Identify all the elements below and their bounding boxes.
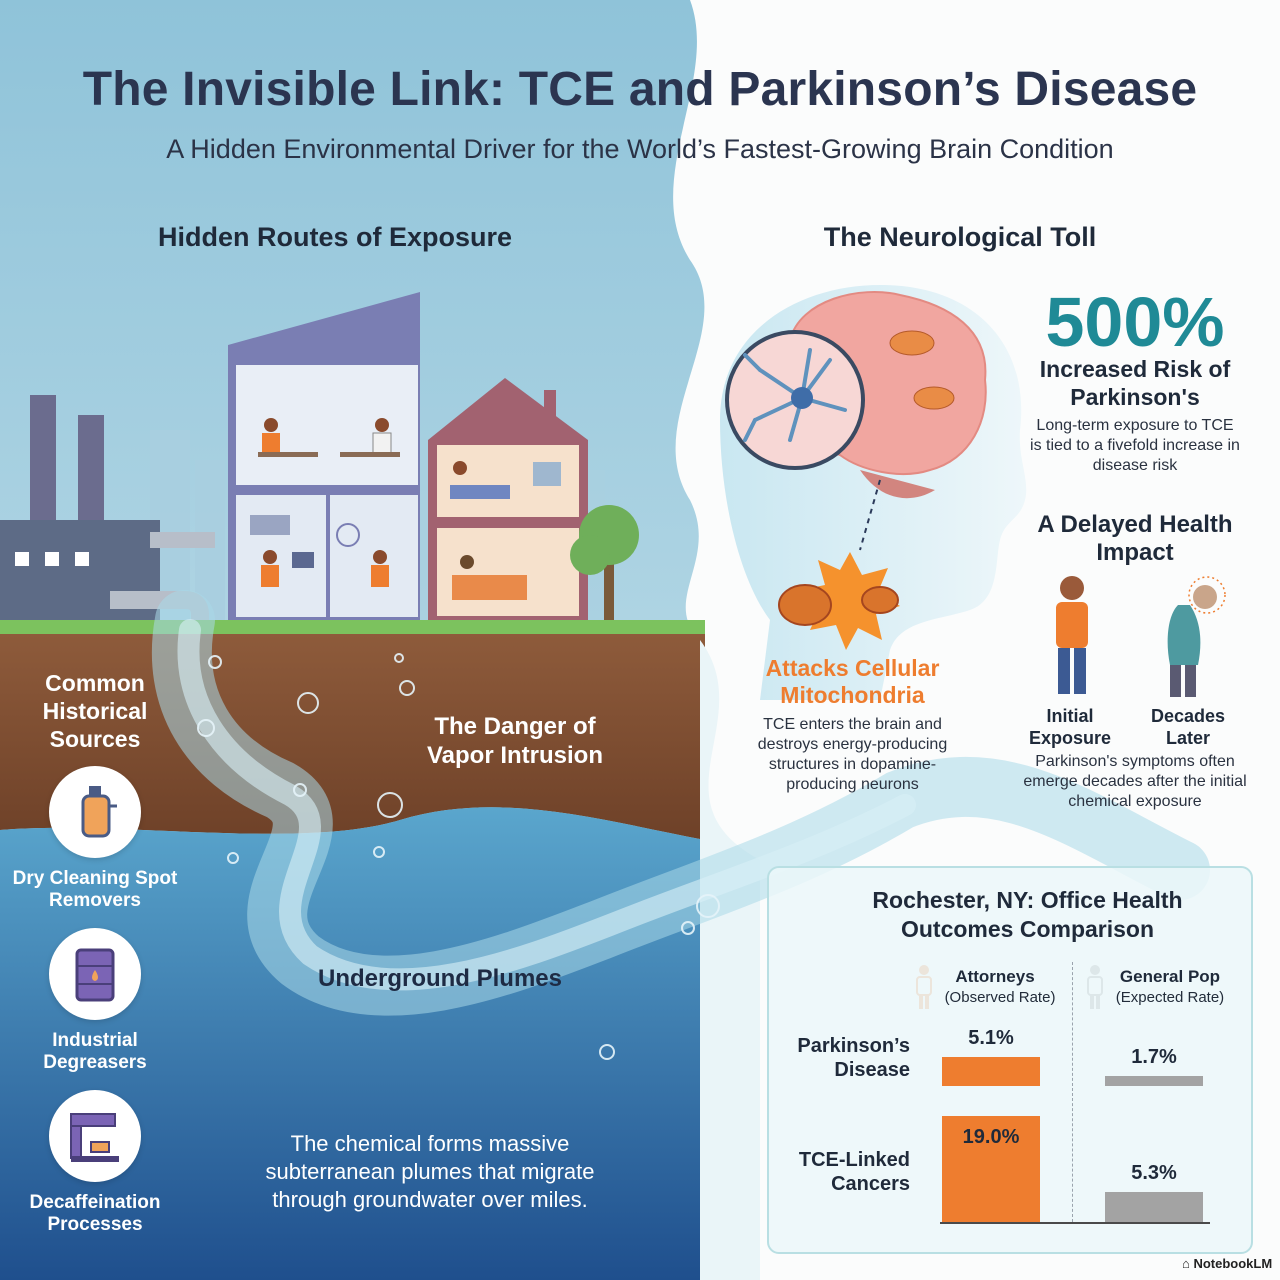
legend-general-pop-note: (Expected Rate)	[1115, 989, 1225, 1006]
risk-stat-label: Increased Risk of Parkinson's	[1039, 356, 1231, 410]
initial-exposure-figure	[1056, 576, 1088, 694]
legend-general-pop: General Pop	[1119, 967, 1221, 986]
left-section-heading: Hidden Routes of Exposure	[157, 222, 513, 252]
sources-heading: Common Historical Sources	[42, 670, 148, 752]
category-label-parkinsons: Parkinson’s Disease	[797, 1035, 910, 1081]
mitochondria-label: Attacks Cellular Mitochondria	[765, 655, 940, 708]
risk-stat-value: 500%	[1045, 283, 1225, 361]
notebooklm-icon: ⌂	[1182, 1256, 1194, 1271]
chart-title: Rochester, NY: Office Health Outcomes Co…	[872, 887, 1183, 942]
category-label-cancers: TCE-Linked Cancers	[798, 1149, 910, 1195]
legend-attorneys: Attorneys	[955, 967, 1035, 986]
notebooklm-brand: ⌂ NotebookLM	[1182, 1256, 1277, 1271]
source-label-dry-cleaning: Dry Cleaning Spot Removers	[12, 868, 178, 911]
chart-baseline	[940, 1222, 1210, 1224]
delayed-impact-heading: A Delayed Health Impact	[1037, 511, 1233, 566]
bar-attorneys-1	[942, 1115, 1040, 1222]
delayed-impact-description: Parkinson's symptoms often emerge decade…	[1023, 753, 1247, 810]
decades-later-label: Decades Later	[1150, 706, 1226, 748]
oil-barrel-icon	[49, 928, 141, 1020]
page-subtitle: A Hidden Environmental Driver for the Wo…	[166, 134, 1114, 164]
risk-stat-description: Long-term exposure to TCE is tied to a f…	[1030, 417, 1240, 474]
notebooklm-label: NotebookLM	[1193, 1256, 1273, 1271]
office-building	[228, 292, 420, 622]
plumes-label: Underground Plumes	[317, 965, 563, 992]
source-label-decaffeination: Decaffeination Processes	[29, 1192, 161, 1235]
bar-value-label-attorneys-0: 5.1%	[968, 1027, 1014, 1050]
decades-later-figure	[1167, 576, 1226, 697]
legend-attorneys-note: (Observed Rate)	[944, 989, 1056, 1006]
bar-value-label-general-pop-1: 5.3%	[1131, 1162, 1177, 1185]
bar-general-pop-0	[1105, 1076, 1203, 1086]
bar-value-label-attorneys-1: 19.0%	[962, 1125, 1020, 1148]
page-title: The Invisible Link: TCE and Parkinson’s …	[82, 63, 1198, 116]
bar-general-pop-1	[1105, 1192, 1203, 1222]
house	[428, 378, 588, 622]
right-section-heading: The Neurological Toll	[823, 222, 1097, 252]
plumes-description: The chemical forms massive subterranean …	[265, 1131, 595, 1212]
mitochondria-description: TCE enters the brain and destroys energy…	[757, 716, 948, 793]
bar-attorneys-0	[942, 1057, 1040, 1086]
source-label-degreasers: Industrial Degreasers	[43, 1030, 147, 1073]
neuron-illustration	[725, 330, 865, 470]
vapor-intrusion-label: The Danger of Vapor Intrusion	[426, 713, 603, 769]
spray-bottle-icon	[49, 766, 141, 858]
initial-exposure-label: Initial Exposure	[1028, 706, 1112, 748]
legend-divider	[1072, 962, 1073, 1222]
bar-value-label-general-pop-0: 1.7%	[1131, 1046, 1177, 1069]
mitochondria-attack-illustration	[778, 552, 900, 650]
coffee-machine-icon	[49, 1090, 141, 1182]
tree	[570, 505, 639, 620]
